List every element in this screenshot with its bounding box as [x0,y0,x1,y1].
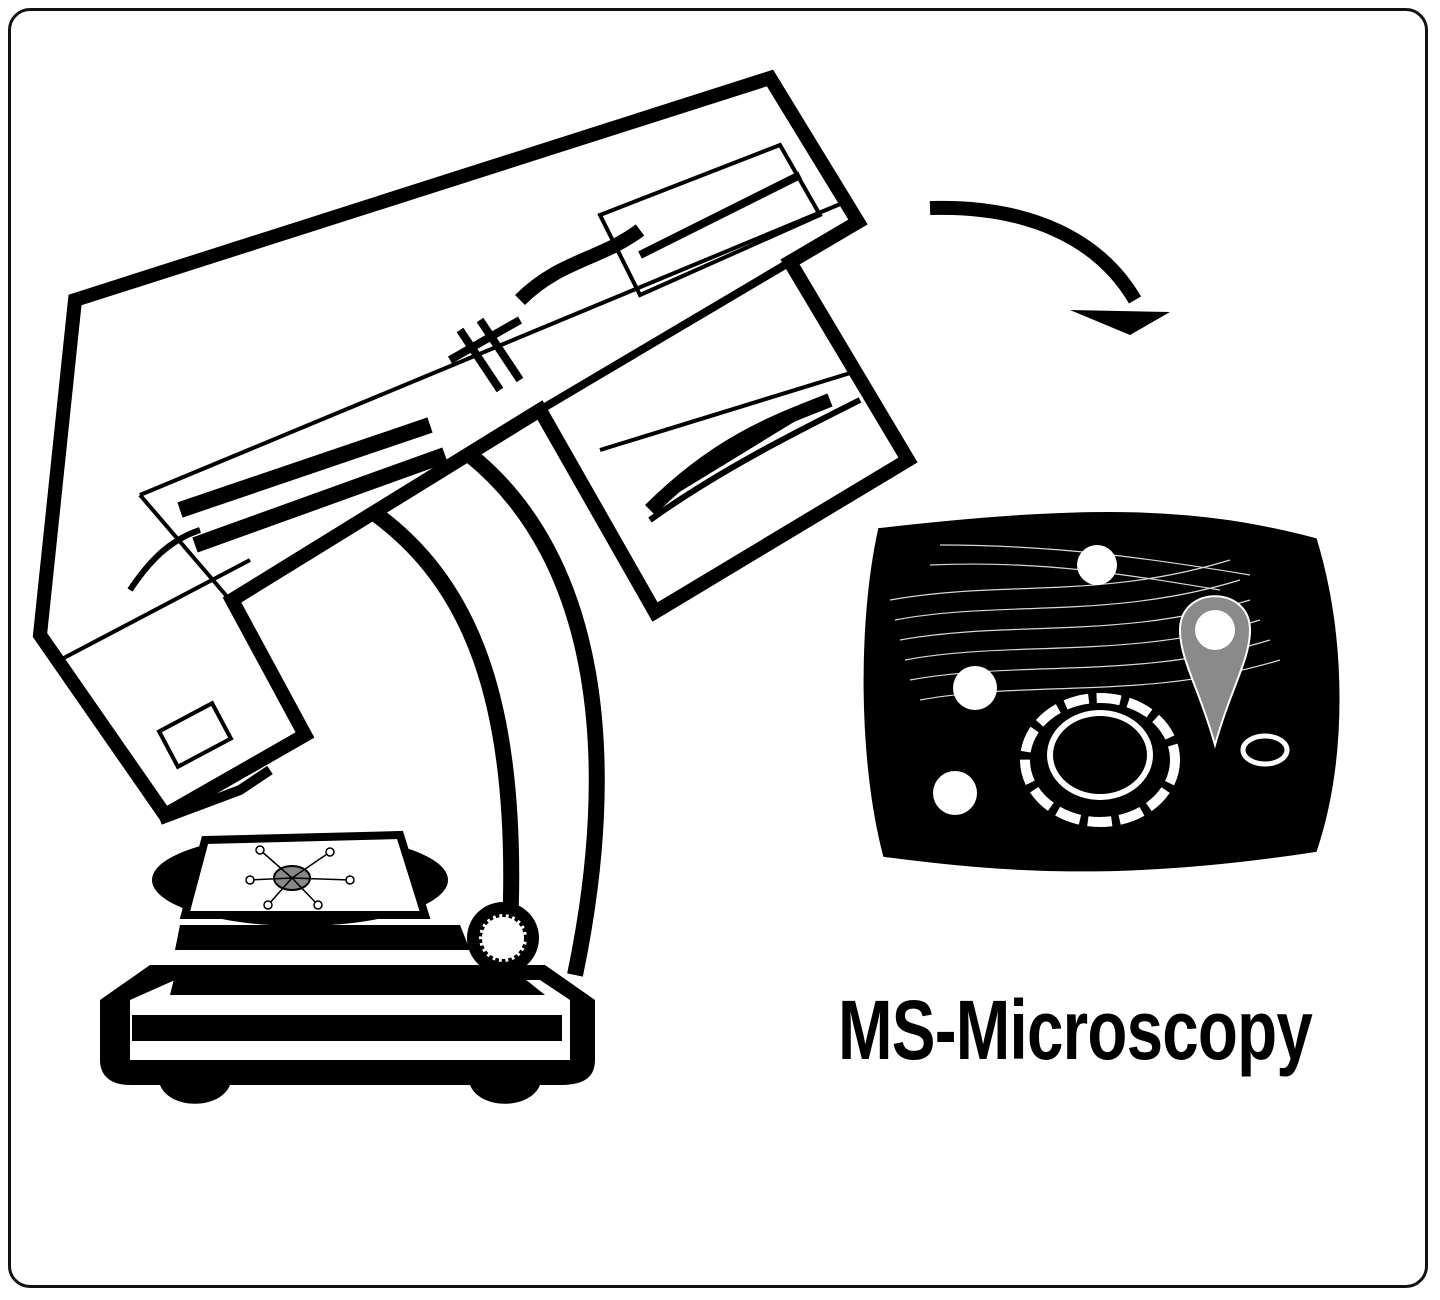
microscope-tube [32,69,918,825]
focus-knob [467,902,539,974]
curved-arrow-icon [929,200,1170,335]
microscope-stage [152,830,470,950]
microscope-base [100,965,595,1104]
microscope-arm [365,448,605,977]
cell-image [863,511,1340,872]
figure-caption: MS-Microscopy [838,983,1313,1077]
figure-frame [8,8,1428,1288]
